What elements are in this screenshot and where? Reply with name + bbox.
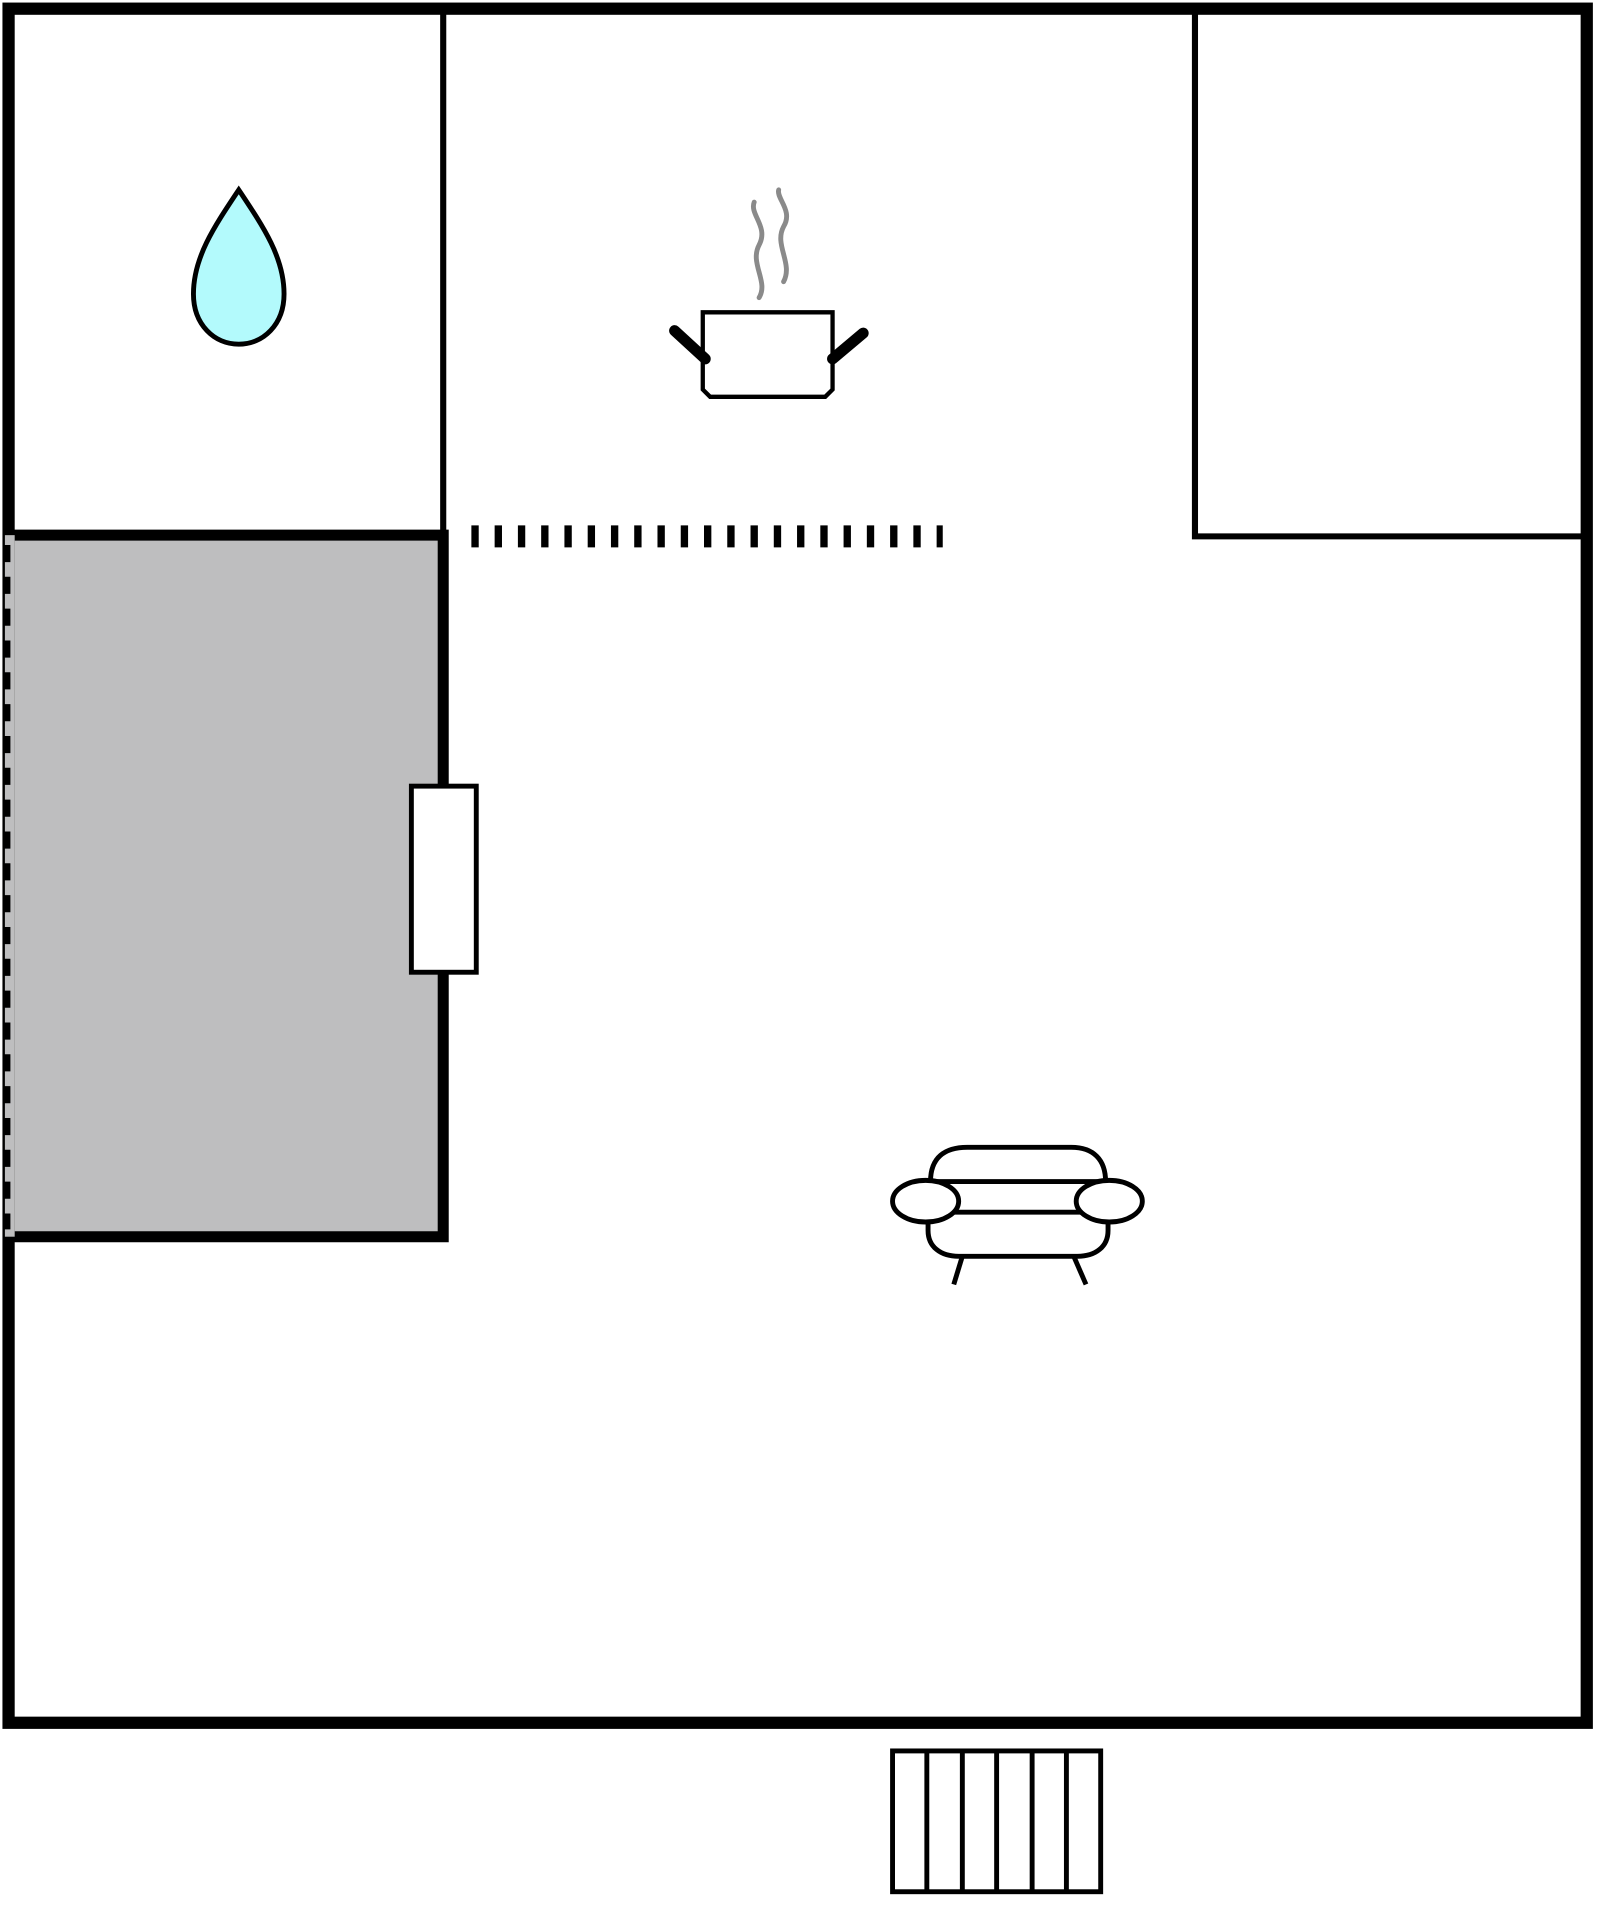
water-drop-icon: [190, 185, 287, 347]
cooking-pot-icon: [669, 187, 869, 399]
shaded-room: [4, 529, 449, 1243]
shaded-room-fill: [6, 535, 444, 1237]
door: [408, 783, 479, 975]
steam-icon: [776, 187, 790, 285]
stairs-icon: [890, 1748, 1104, 1895]
outer-wall-opening: [4, 535, 15, 1237]
sofa-icon: [890, 1144, 1145, 1286]
top-right-room-wall: [1191, 8, 1587, 540]
steam-icon: [750, 199, 765, 301]
